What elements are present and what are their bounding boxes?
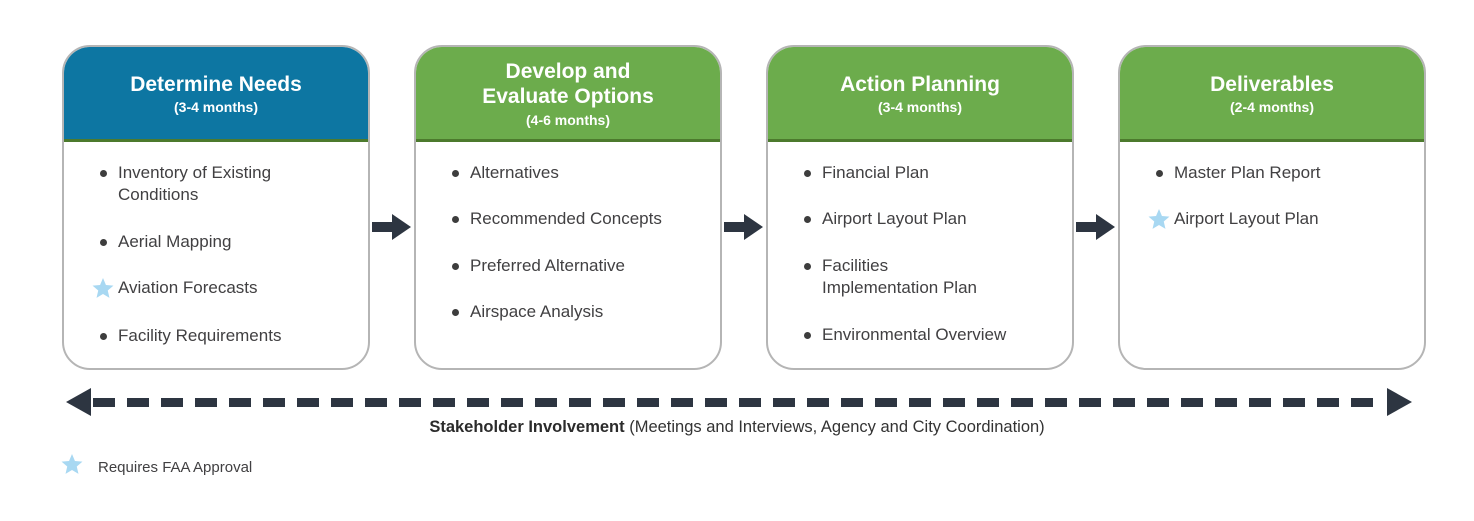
- flow-arrow-icon: [370, 45, 414, 244]
- bullet-icon: [792, 208, 822, 224]
- phase-item-line: Environmental Overview: [822, 324, 1007, 344]
- phase-card-deliverables: Deliverables (2-4 months) Master Plan Repo…: [1118, 45, 1426, 370]
- phase-title-line: Deliverables: [1210, 72, 1334, 96]
- phase-item-text: Alternatives: [470, 162, 559, 184]
- phase-item: Aerial Mapping: [88, 231, 356, 253]
- arrow-right-head-icon: [1387, 388, 1412, 416]
- phases-row: Determine Needs (3-4 months) Inventory of …: [62, 45, 1426, 370]
- bullet-icon: [88, 325, 118, 341]
- phase-item: Master Plan Report: [1144, 162, 1412, 184]
- phase-item-line: Aviation Forecasts: [118, 278, 258, 298]
- stakeholder-involvement-label: Stakeholder Involvement (Meetings and In…: [0, 418, 1474, 437]
- phase-title: Action Planning: [840, 73, 1000, 98]
- phase-title: Deliverables: [1210, 73, 1334, 98]
- stakeholder-label-detail: (Meetings and Interviews, Agency and Cit…: [624, 418, 1045, 436]
- phase-item-line: Preferred Alternative: [470, 255, 625, 275]
- phase-item: Airport Layout Plan: [1144, 208, 1412, 232]
- phase-duration: (3-4 months): [878, 99, 962, 116]
- phase-header: Action Planning (3-4 months): [768, 47, 1072, 142]
- phase-item-line: Airport Layout Plan: [822, 209, 967, 229]
- phase-item: Environmental Overview: [792, 324, 1060, 346]
- dashed-line: [93, 397, 1385, 407]
- phase-item-text: Recommended Concepts: [470, 208, 662, 230]
- phase-item-line: Inventory of Existing: [118, 163, 272, 182]
- phase-item: Airspace Analysis: [440, 301, 708, 323]
- bullet-icon: [792, 162, 822, 177]
- phase-duration: (3-4 months): [174, 99, 258, 116]
- phase-item-line: Facilities: [822, 255, 889, 275]
- phase-title-line: Develop and: [505, 60, 631, 84]
- phase-item-text: Aerial Mapping: [118, 231, 231, 253]
- star-icon: [60, 453, 84, 482]
- phase-item-text: Airport Layout Plan: [822, 208, 967, 230]
- phase-card-determine-needs: Determine Needs (3-4 months) Inventory of …: [62, 45, 370, 370]
- phase-item-text: Financial Plan: [822, 162, 929, 184]
- flow-arrow-icon: [1074, 45, 1118, 244]
- phase-item: Recommended Concepts: [440, 208, 708, 230]
- bullet-icon: [792, 324, 822, 339]
- stakeholder-label-bold: Stakeholder Involvement: [429, 418, 625, 436]
- phase-item-text: Airport Layout Plan: [1174, 208, 1319, 230]
- phase-header: Deliverables (2-4 months): [1120, 47, 1424, 142]
- bullet-icon: [440, 208, 470, 224]
- phase-item-line: Airspace Analysis: [470, 302, 604, 322]
- phase-item-text: Airspace Analysis: [470, 301, 603, 323]
- phase-header: Determine Needs (3-4 months): [64, 47, 368, 142]
- phase-item-text: Aviation Forecasts: [118, 277, 258, 299]
- phase-item: Alternatives: [440, 162, 708, 184]
- phase-item-line: Alternatives: [470, 163, 559, 182]
- phase-item-text: Facility Requirements: [118, 325, 281, 347]
- phase-item-line: Airport Layout Plan: [1174, 209, 1319, 229]
- star-icon: [1144, 208, 1174, 232]
- phase-title-line: Evaluate Options: [482, 85, 654, 108]
- bullet-icon: [440, 255, 470, 270]
- phase-duration: (4-6 months): [526, 111, 610, 128]
- phase-item-line: Master Plan Report: [1174, 163, 1321, 182]
- bullet-icon: [792, 255, 822, 270]
- bullet-icon: [440, 301, 470, 317]
- phase-duration: (2-4 months): [1230, 99, 1314, 116]
- phase-item-text: Preferred Alternative: [470, 255, 625, 277]
- phase-title-line: Action Planning: [840, 72, 1000, 96]
- stakeholder-involvement-arrow: [66, 388, 1412, 416]
- phase-item-line: Conditions: [118, 185, 199, 205]
- phase-item: Financial Plan: [792, 162, 1060, 184]
- phase-item-line: Implementation Plan: [822, 278, 977, 298]
- phase-card-action-planning: Action Planning (3-4 months) Financial Pla…: [766, 45, 1074, 370]
- phase-item: Airport Layout Plan: [792, 208, 1060, 230]
- phase-title: Determine Needs: [130, 73, 302, 98]
- phase-item: Preferred Alternative: [440, 255, 708, 277]
- phase-item-line: Aerial Mapping: [118, 231, 232, 251]
- flow-arrow-icon: [722, 45, 766, 244]
- star-icon: [88, 277, 118, 301]
- phase-item-line: Financial Plan: [822, 163, 929, 182]
- phase-item-line: Recommended Concepts: [470, 209, 662, 229]
- phase-item-line: Facility Requirements: [118, 326, 282, 346]
- legend-label: Requires FAA Approval: [98, 459, 253, 476]
- phase-item-text: Environmental Overview: [822, 324, 1006, 346]
- bullet-icon: [440, 162, 470, 177]
- phase-item: Facility Requirements: [88, 325, 356, 347]
- phase-title-line: Determine Needs: [130, 72, 302, 96]
- bullet-icon: [88, 162, 118, 177]
- phase-item: Aviation Forecasts: [88, 277, 356, 301]
- faa-approval-legend: Requires FAA Approval: [60, 453, 252, 482]
- arrow-left-head-icon: [66, 388, 91, 416]
- phase-item-text: Master Plan Report: [1174, 162, 1320, 184]
- bullet-icon: [88, 231, 118, 246]
- bullet-icon: [1144, 162, 1174, 177]
